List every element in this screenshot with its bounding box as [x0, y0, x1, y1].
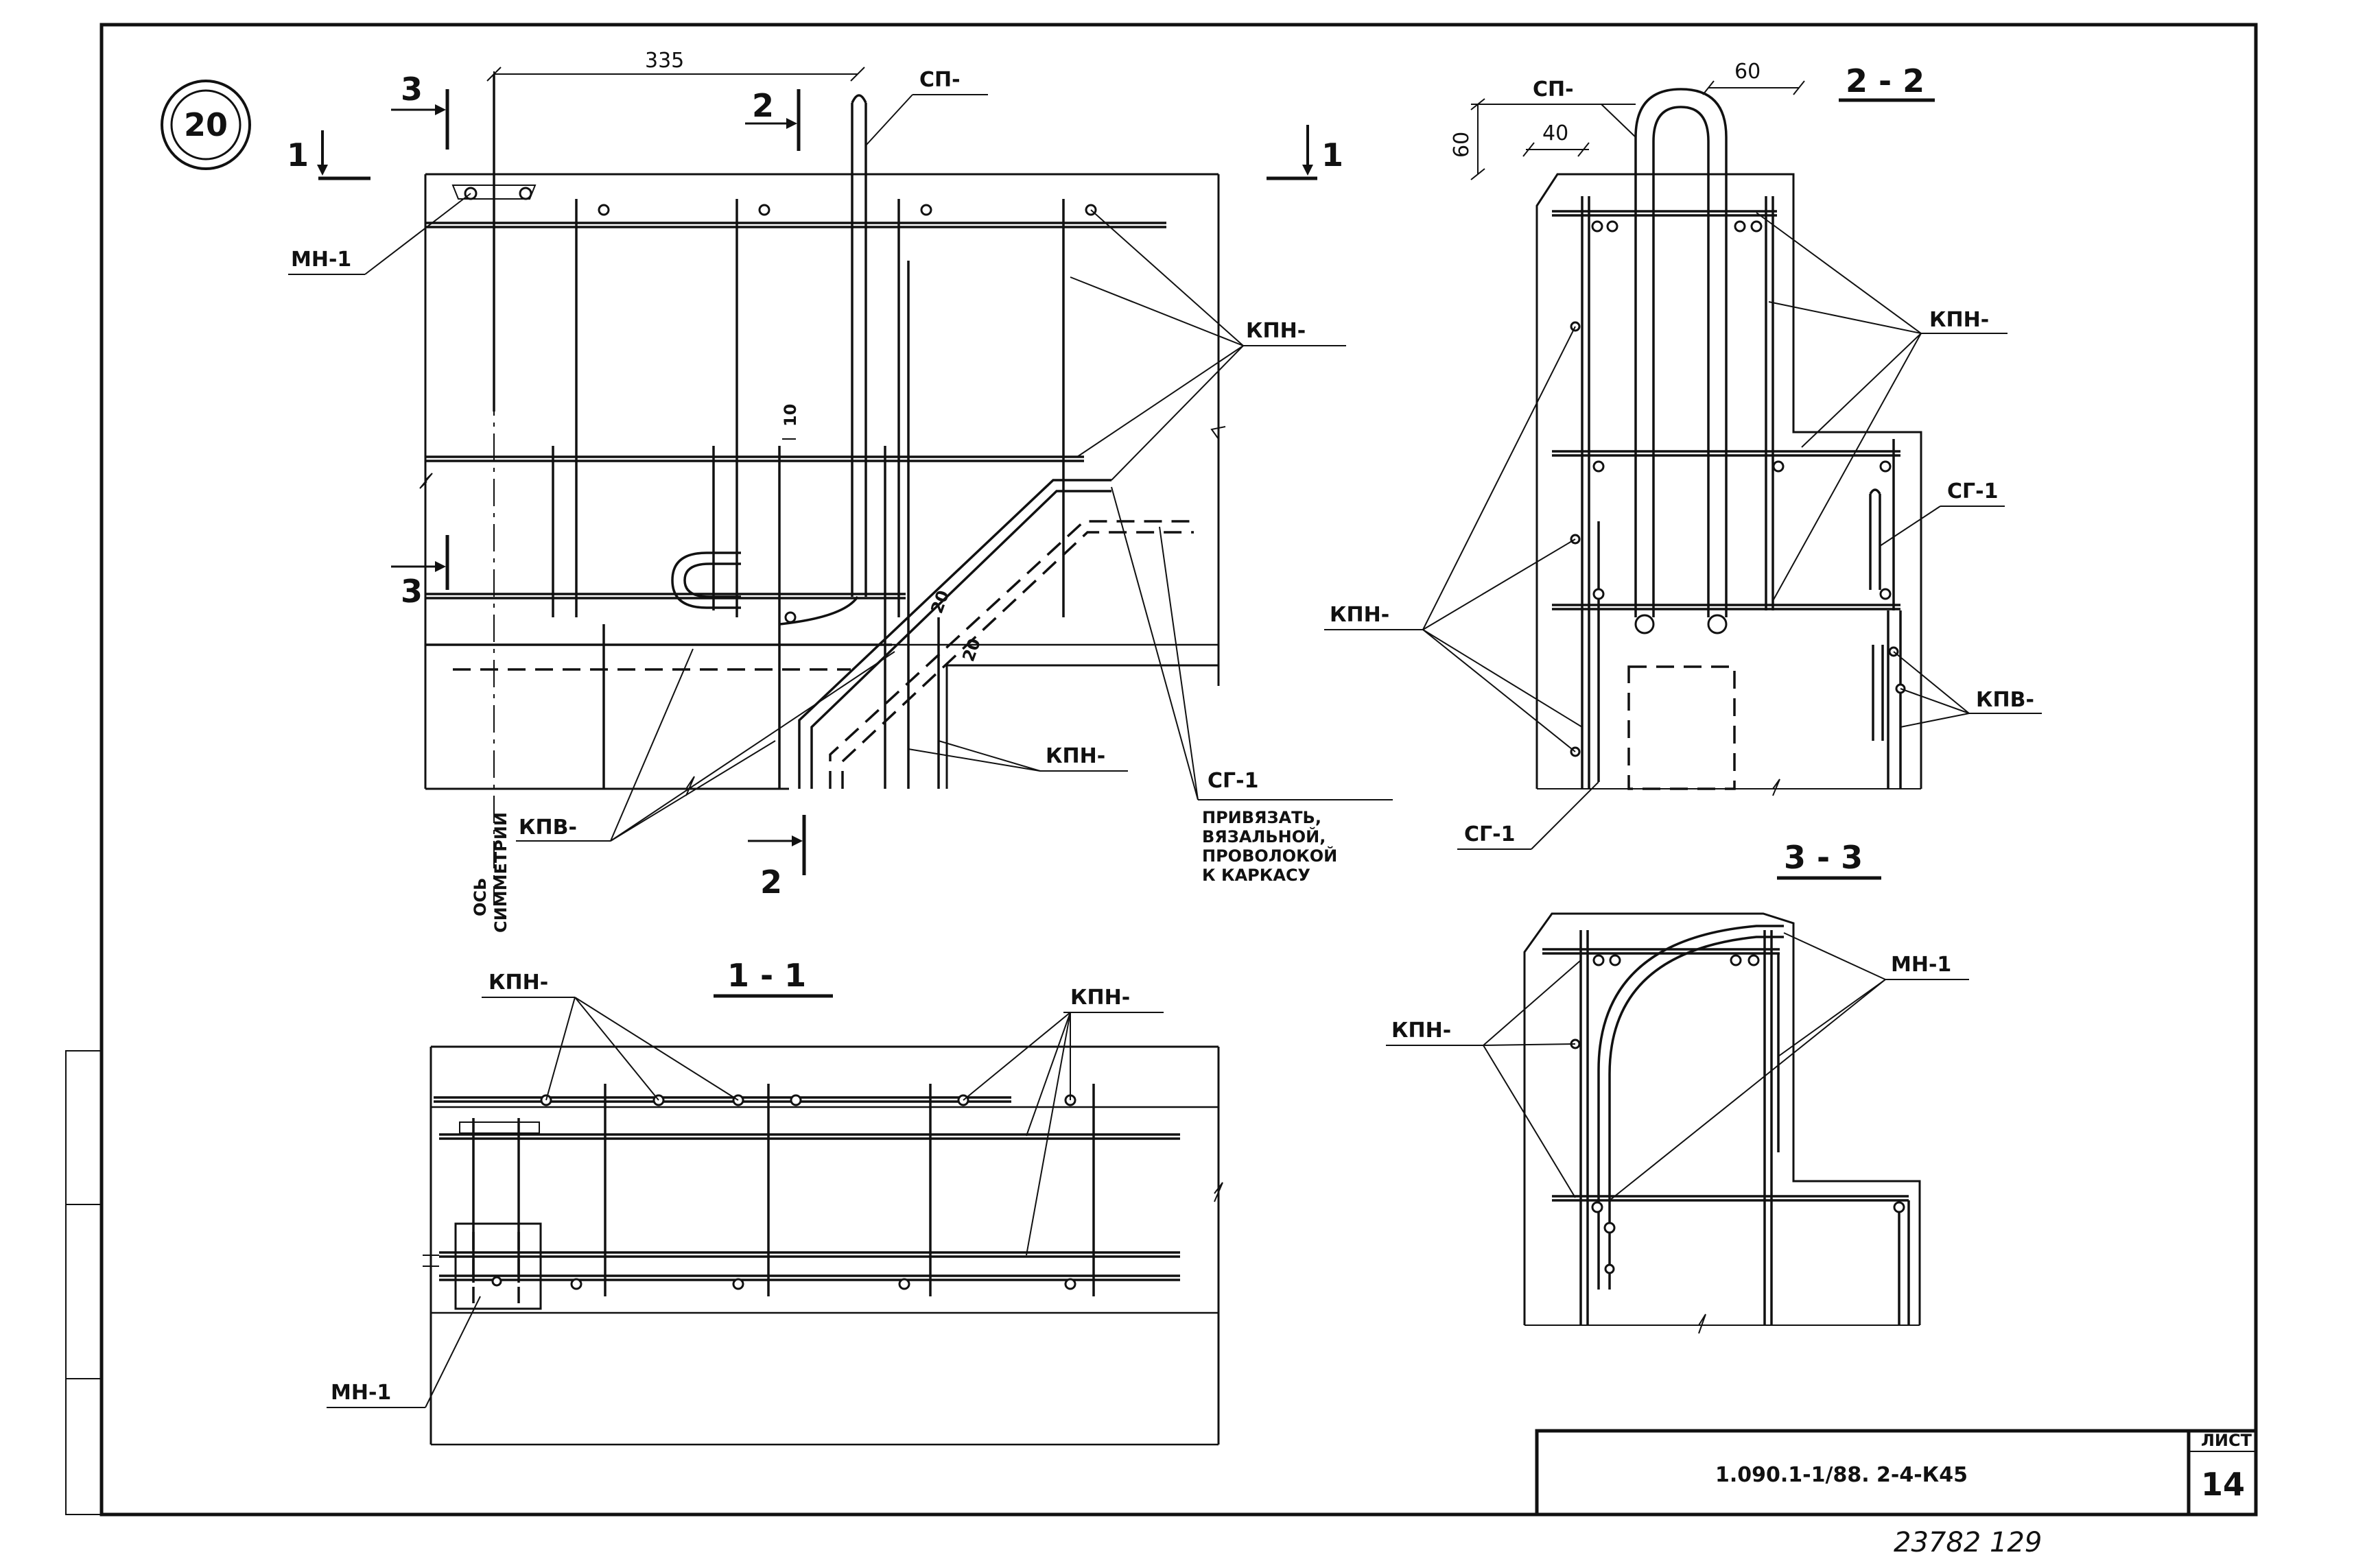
label-sg1-22-left: СГ-1 — [1464, 822, 1515, 846]
label-mn1-main: МН-1 — [291, 248, 351, 272]
label-sg1-22-right: СГ-1 — [1947, 479, 1998, 503]
label-sp-22: СП- — [1533, 78, 1574, 102]
dim-60-top: 60 — [1734, 60, 1761, 84]
title-2-2: 2 - 2 — [1846, 62, 1924, 99]
dim-60-side: 60 — [1450, 132, 1474, 158]
section-2-2: 2 - 2 — [1324, 60, 2042, 850]
title-block: 1.090.1-1/88. 2-4-К45 ЛИСТ 14 — [1535, 1429, 2258, 1517]
sheet-frame — [65, 23, 2258, 1517]
axis-label-1: ОСЬ — [471, 878, 490, 916]
section-mark-2-bottom: 2 — [760, 864, 782, 901]
section-mark-1-right: 1 — [1321, 136, 1343, 174]
title-1-1: 1 - 1 — [727, 957, 806, 994]
section-mark-2-top: 2 — [752, 87, 774, 124]
detail-number: 20 — [184, 106, 228, 143]
label-kpv-main: КПВ- — [519, 816, 577, 840]
label-kpn-22-left: КПН- — [1330, 603, 1389, 627]
dim-20-b: 20 — [958, 636, 985, 664]
dim-40: 40 — [1542, 121, 1568, 145]
section-1-1: 1 - 1 — [327, 957, 1223, 1446]
label-kpn-main-top: КПН- — [1246, 319, 1306, 343]
note-line-1: ПРИВЯЗАТЬ, — [1202, 808, 1321, 827]
label-kpn-22-right: КПН- — [1929, 308, 1989, 332]
archive-number: 23782 129 — [1894, 1527, 2042, 1558]
note-line-4: К КАРКАСУ — [1202, 866, 1310, 885]
title-3-3: 3 - 3 — [1784, 839, 1863, 876]
label-kpn-11-right: КПН- — [1070, 986, 1130, 1010]
label-kpv-22: КПВ- — [1976, 688, 2034, 712]
section-3-3: 3 - 3 КПН- МН-1 — [1386, 839, 1969, 1334]
label-sp-main: СП- — [919, 68, 961, 92]
detail-number-badge: 20 — [161, 80, 251, 170]
dim-335: 335 — [645, 49, 684, 73]
label-sg1-main: СГ-1 — [1208, 769, 1258, 793]
section-mark-3-top: 3 — [401, 71, 423, 108]
label-mn1-11: МН-1 — [331, 1381, 391, 1405]
label-mn1-33: МН-1 — [1891, 953, 1951, 977]
sheet-label: ЛИСТ — [2201, 1431, 2252, 1450]
label-kpn-main-bottom: КПН- — [1046, 744, 1105, 768]
sheet-number: 14 — [2201, 1466, 2245, 1503]
label-kpn-33: КПН- — [1391, 1019, 1451, 1043]
note-line-2: ВЯЗАЛЬНОЙ, — [1202, 827, 1326, 846]
dim-10: 10 — [781, 404, 800, 427]
section-mark-3-mid: 3 — [401, 573, 423, 610]
main-view: 335 10 20 20 1 1 3 3 2 2 — [287, 49, 1393, 933]
title-block-code: 1.090.1-1/88. 2-4-К45 — [1715, 1463, 1968, 1487]
label-kpn-11-left: КПН- — [488, 971, 548, 995]
section-mark-1-left: 1 — [287, 136, 309, 174]
note-line-3: ПРОВОЛОКОЙ — [1202, 846, 1337, 866]
axis-label-2: СИММЕТРИИ — [491, 812, 510, 933]
